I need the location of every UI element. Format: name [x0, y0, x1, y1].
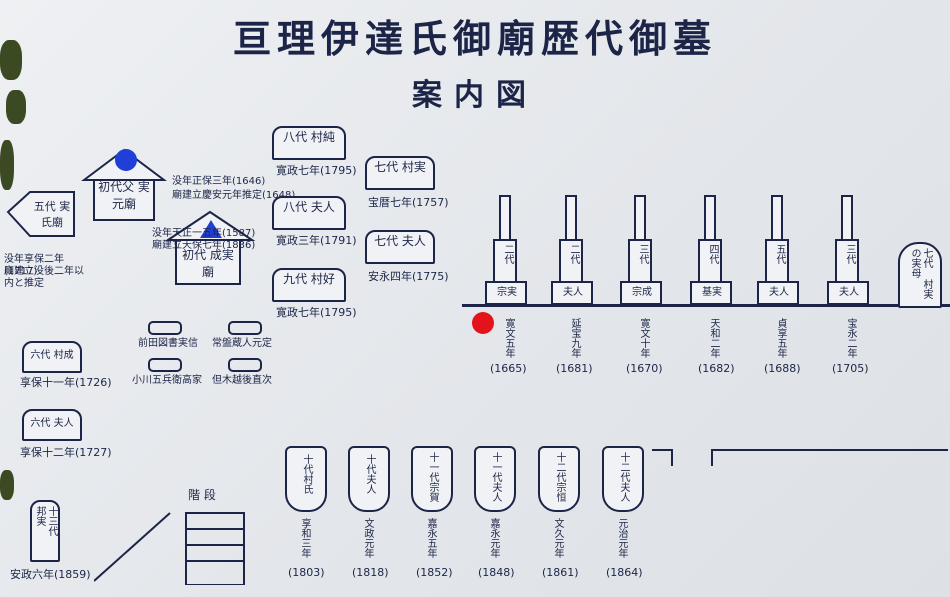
- grave-12th-wife: 十二代夫人: [602, 446, 644, 512]
- pillar-year: 天和二年: [708, 318, 719, 358]
- grave-ad: (1861): [542, 566, 579, 579]
- grave-11th-muneyoshi: 十一代宗賀: [411, 446, 453, 512]
- grave-8th-murazumi: 八代 村純: [272, 126, 346, 160]
- grave-ad: (1848): [478, 566, 515, 579]
- pillar-name: 夫人: [563, 287, 583, 298]
- lantern-stone: [228, 358, 262, 372]
- grave-12th-munetsune: 十二代宗恒: [538, 446, 580, 512]
- pillar-name: 宗実: [497, 287, 517, 298]
- grave-10th-wife: 十代夫人: [348, 446, 390, 512]
- stairs-label: 階 段: [188, 488, 216, 502]
- pillar-ad: (1705): [832, 362, 869, 375]
- fifth-shrine-shape: [6, 191, 75, 237]
- shrine-icons: [6, 148, 256, 285]
- grave-year: 宝暦七年(1757): [368, 196, 449, 209]
- stairs-diagram: [94, 512, 245, 585]
- grave-6th-wife: 六代 夫人: [22, 409, 82, 441]
- grave-year: 享和三年: [299, 518, 310, 558]
- grave-7th-murazane: 七代 村実: [365, 156, 435, 190]
- first-shrine-body: [175, 239, 241, 285]
- grave-6th-muranari: 六代 村成: [22, 341, 82, 373]
- father-note-2: 廟建立天保七年(1836): [152, 240, 256, 251]
- grave-9th-murayoshi: 九代 村好: [272, 268, 346, 302]
- pillar-top: 三代: [637, 244, 648, 264]
- pillar-year: 寛文十年: [638, 318, 649, 358]
- lantern-label: 常盤蔵人元定: [212, 338, 272, 349]
- pillar-name: 夫人: [839, 287, 859, 298]
- lantern-stone: [228, 321, 262, 335]
- father-shrine-body: [93, 179, 155, 221]
- grave-year: 寛政三年(1791): [276, 234, 357, 247]
- grave-year: 享保十二年(1727): [20, 446, 112, 459]
- pillar-top: 三代: [844, 244, 855, 264]
- lantern-stone: [148, 321, 182, 335]
- grave-year: 安政六年(1859): [10, 568, 91, 581]
- board-subtitle: 案内図: [412, 78, 538, 113]
- pillar-shapes: [485, 195, 869, 305]
- lantern-label: 但木越後直次: [212, 375, 272, 386]
- pillar-top: 二代: [502, 244, 513, 264]
- pillar-name: 夫人: [769, 287, 789, 298]
- lantern-label: 小川五兵衛高家: [132, 375, 202, 386]
- first-note-2: 廟建立慶安元年推定(1648): [172, 190, 296, 201]
- grave-10th-murauji: 十代村氏: [285, 446, 327, 512]
- pillar-top: 五代: [774, 244, 785, 264]
- pillar-year: 延宝九年: [569, 318, 580, 358]
- pillar-ad: (1681): [556, 362, 593, 375]
- first-shrine-label: 初代 成実廟: [182, 248, 234, 279]
- grave-ad: (1818): [352, 566, 389, 579]
- grave-year: 享保十一年(1726): [20, 376, 112, 389]
- first-note-1: 没年正保三年(1646): [172, 176, 266, 187]
- ground-line: [462, 304, 950, 307]
- vine-leaf: [0, 140, 14, 190]
- vine-leaf: [0, 470, 14, 500]
- pillar-year: 貞享五年: [775, 318, 786, 358]
- fifth-note-1: 没年享保二年(1717): [4, 254, 64, 277]
- grave-year: 嘉永五年: [425, 518, 436, 558]
- pillar-ad: (1665): [490, 362, 527, 375]
- grave-year: 安永四年(1775): [368, 270, 449, 283]
- fifth-shrine-label: 五代 実氏廟: [33, 200, 71, 229]
- first-marker: [200, 220, 222, 238]
- grave-ad: (1864): [606, 566, 643, 579]
- pillar-top: 二代: [568, 244, 579, 264]
- vine-leaf: [6, 90, 26, 124]
- grave-year: 寛政七年(1795): [276, 306, 357, 319]
- grave-year: 嘉永元年: [488, 518, 499, 558]
- pillar-ad: (1682): [698, 362, 735, 375]
- grave-11th-wife: 十一代夫人: [474, 446, 516, 512]
- grave-year: 元治元年: [616, 518, 627, 558]
- pillar-top: 四代: [707, 244, 718, 264]
- grave-year: 寛政七年(1795): [276, 164, 357, 177]
- grave-7th-wife: 七代 夫人: [365, 230, 435, 264]
- pillar-ad: (1670): [626, 362, 663, 375]
- lantern-label: 前田図書実信: [138, 338, 198, 349]
- father-note-1: 没年天正一五年(1587): [152, 228, 256, 239]
- fence-outline: [652, 449, 948, 466]
- pillar-ad: (1688): [764, 362, 801, 375]
- pillar-year: 宝永二年: [845, 318, 856, 358]
- father-marker: [115, 149, 137, 171]
- grave-7th-mother: 七代 村実の実母: [898, 242, 942, 308]
- grave-13th-kunizane: 十三代 邦実: [30, 500, 60, 562]
- father-shrine-label: 初代父 実元廟: [98, 180, 150, 211]
- grave-ad: (1852): [416, 566, 453, 579]
- grave-year: 文政元年: [362, 518, 373, 558]
- pillar-name: 基実: [702, 287, 722, 298]
- grave-8th-wife: 八代 夫人: [272, 196, 346, 230]
- grave-ad: (1803): [288, 566, 325, 579]
- lantern-stone: [148, 358, 182, 372]
- pillar-name: 宗成: [632, 287, 652, 298]
- grave-year: 文久元年: [552, 518, 563, 558]
- red-marker: [472, 312, 494, 334]
- vine-leaf: [0, 40, 22, 80]
- board-title: 亘理伊達氏御廟歴代御墓: [232, 17, 717, 61]
- pillar-year: 寛文五年: [503, 318, 514, 358]
- fifth-note-2: 廟建立没後二年以内と推定: [4, 266, 84, 289]
